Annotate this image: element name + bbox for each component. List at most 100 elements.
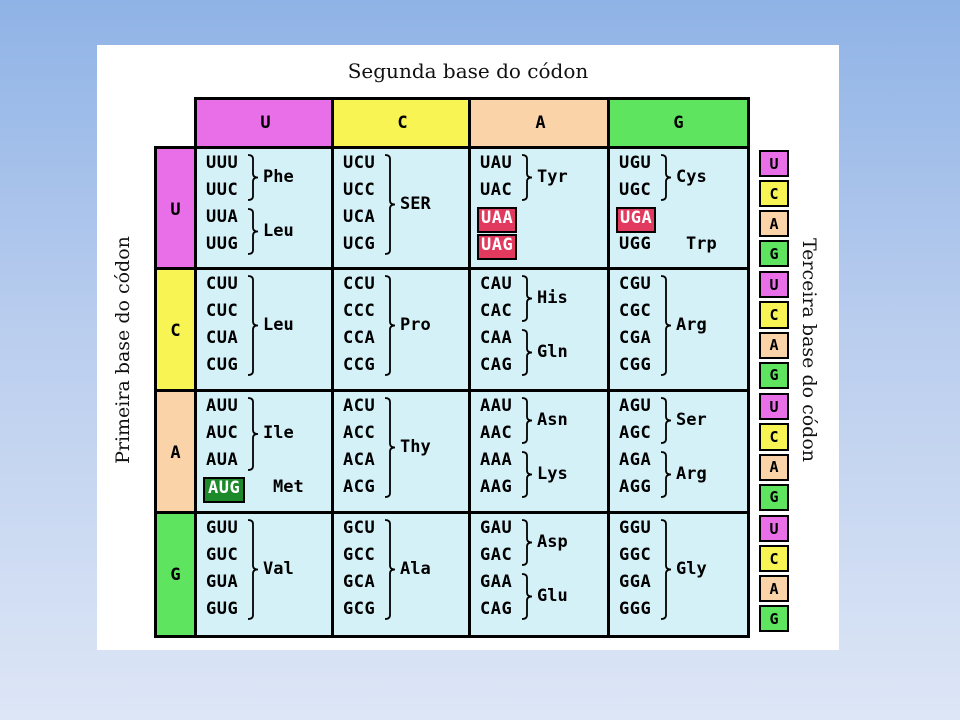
- second-base-header-u: U: [194, 97, 337, 149]
- amino-acid-asn: Asn: [537, 409, 568, 430]
- brace-icon: [247, 154, 259, 201]
- brace-icon: [660, 154, 672, 201]
- third-base-a-c: C: [759, 423, 789, 451]
- brace-icon: [521, 154, 533, 201]
- codon-aag: AAG: [480, 477, 513, 497]
- codon-ucc: UCC: [343, 180, 376, 200]
- amino-acid-lys: Lys: [537, 463, 568, 484]
- codon-ugg: UGG: [619, 234, 652, 254]
- codon-ccu: CCU: [343, 274, 376, 294]
- codon-auc: AUC: [206, 423, 239, 443]
- codon-aug-start: AUG: [203, 477, 246, 503]
- codon-gug: GUG: [206, 599, 239, 619]
- third-base-g-c: C: [759, 545, 789, 572]
- brace-icon: [247, 519, 259, 620]
- brace-icon: [247, 275, 259, 376]
- codon-cgc: CGC: [619, 301, 652, 321]
- codon-gac: GAC: [480, 545, 513, 565]
- first-base-header-c: C: [154, 267, 197, 395]
- amino-acid-pro: Pro: [400, 314, 431, 335]
- second-base-title: Segunda base do códon: [347, 59, 589, 83]
- codon-gua: GUA: [206, 572, 239, 592]
- codon-uga-stop: UGA: [616, 207, 657, 233]
- amino-acid-asp: Asp: [537, 531, 568, 552]
- first-base-header-u: U: [154, 146, 197, 273]
- brace-icon: [521, 397, 533, 444]
- codon-uaa-stop: UAA: [477, 207, 518, 233]
- third-base-u-g: G: [759, 240, 789, 267]
- codon-ggu: GGU: [619, 518, 652, 538]
- codon-aua: AUA: [206, 450, 239, 470]
- codon-gcg: GCG: [343, 599, 376, 619]
- third-base-a-u: U: [759, 393, 789, 421]
- third-base-u-u: U: [759, 150, 789, 177]
- codon-cau: CAU: [480, 274, 513, 294]
- codon-uug: UUG: [206, 234, 239, 254]
- amino-acid-gly: Gly: [676, 558, 707, 579]
- third-base-g-a: A: [759, 575, 789, 602]
- codon-gaa: GAA: [480, 572, 513, 592]
- amino-acid-trp: Trp: [686, 234, 717, 254]
- brace-icon: [384, 275, 396, 376]
- codon-uuc: UUC: [206, 180, 239, 200]
- amino-acid-leu: Leu: [263, 314, 294, 335]
- brace-icon: [384, 154, 396, 255]
- brace-icon: [247, 208, 259, 255]
- codon-aac: AAC: [480, 423, 513, 443]
- brace-icon: [384, 397, 396, 498]
- third-base-c-u: U: [759, 271, 789, 299]
- third-base-g-g: G: [759, 605, 789, 632]
- brace-icon: [660, 451, 672, 498]
- codon-cug: CUG: [206, 355, 239, 375]
- codon-uac: UAC: [480, 180, 513, 200]
- amino-acid-arg: Arg: [676, 314, 707, 335]
- amino-acid-his: His: [537, 287, 568, 308]
- codon-ucu: UCU: [343, 153, 376, 173]
- third-base-g-u: U: [759, 515, 789, 542]
- brace-icon: [660, 397, 672, 444]
- first-base-title: Primeira base do códon: [112, 236, 134, 464]
- amino-acid-met: Met: [273, 477, 304, 497]
- amino-acid-phe: Phe: [263, 166, 294, 187]
- amino-acid-tyr: Tyr: [537, 166, 568, 187]
- codon-gcu: GCU: [343, 518, 376, 538]
- codon-ccg: CCG: [343, 355, 376, 375]
- amino-acid-ala: Ala: [400, 558, 431, 579]
- codon-agg: AGG: [619, 477, 652, 497]
- codon-uau: UAU: [480, 153, 513, 173]
- codon-uca: UCA: [343, 207, 376, 227]
- codon-ggg: GGG: [619, 599, 652, 619]
- codon-uag-stop: UAG: [477, 234, 518, 260]
- codon-caa: CAA: [480, 328, 513, 348]
- brace-icon: [521, 329, 533, 376]
- brace-icon: [521, 573, 533, 620]
- brace-icon: [247, 397, 259, 471]
- brace-icon: [521, 519, 533, 566]
- codon-gca: GCA: [343, 572, 376, 592]
- third-base-c-c: C: [759, 301, 789, 329]
- codon-guc: GUC: [206, 545, 239, 565]
- codon-gga: GGA: [619, 572, 652, 592]
- third-base-a-a: A: [759, 453, 789, 481]
- codon-aga: AGA: [619, 450, 652, 470]
- amino-acid-thy: Thy: [400, 436, 431, 457]
- first-base-header-a: A: [154, 389, 197, 517]
- second-base-header-a: A: [468, 97, 613, 149]
- codon-aau: AAU: [480, 396, 513, 416]
- second-base-header-c: C: [331, 97, 474, 149]
- brace-icon: [521, 275, 533, 322]
- codon-ugc: UGC: [619, 180, 652, 200]
- brace-icon: [521, 451, 533, 498]
- brace-icon: [384, 519, 396, 620]
